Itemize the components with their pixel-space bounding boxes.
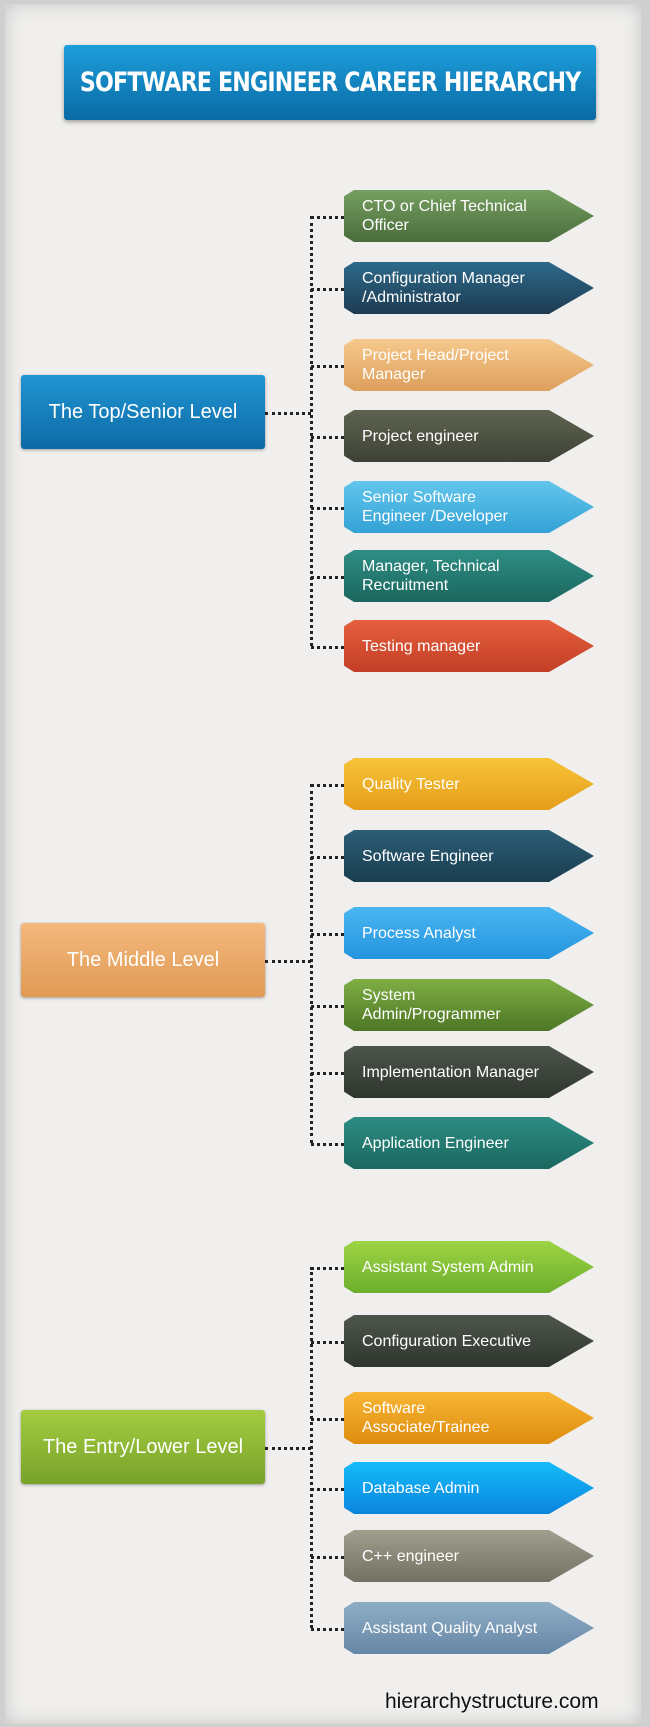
connector-branch: [311, 1072, 344, 1075]
connector-branch: [311, 1341, 344, 1344]
connector-branch: [311, 1488, 344, 1491]
role-label: Quality Tester: [362, 775, 460, 793]
connector-trunk: [310, 784, 313, 1143]
role-label: Implementation Manager: [362, 1063, 539, 1081]
role-label: Software Associate/Trainee: [362, 1400, 490, 1436]
role-arrow: Application Engineer: [344, 1117, 594, 1169]
role-arrow: Senior Software Engineer /Developer: [344, 481, 594, 533]
role-arrow: Manager, Technical Recruitment: [344, 550, 594, 602]
role-label: Software Engineer: [362, 847, 494, 865]
role-label: Senior Software Engineer /Developer: [362, 489, 508, 525]
connector-branch: [311, 507, 344, 510]
page-title-text: SOFTWARE ENGINEER CAREER HIERARCHY: [79, 67, 581, 98]
role-label: Assistant System Admin: [362, 1258, 534, 1276]
role-label: Process Analyst: [362, 924, 476, 942]
role-arrow: Configuration Manager /Administrator: [344, 262, 594, 314]
connector-branch: [311, 1628, 344, 1631]
role-arrow: System Admin/Programmer: [344, 979, 594, 1031]
role-label: Project engineer: [362, 427, 479, 445]
role-label: Testing manager: [362, 637, 481, 655]
top-senior-level-box: The Top/Senior Level: [21, 375, 265, 449]
connector-branch: [311, 365, 344, 368]
connector-line: [265, 960, 311, 963]
role-arrow: Implementation Manager: [344, 1046, 594, 1098]
connector-line: [265, 1447, 311, 1450]
role-label: Application Engineer: [362, 1134, 509, 1152]
page-title: SOFTWARE ENGINEER CAREER HIERARCHY: [64, 45, 596, 120]
connector-branch: [311, 1267, 344, 1270]
connector-branch: [311, 1143, 344, 1146]
role-label: CTO or Chief Technical Officer: [362, 198, 527, 234]
role-arrow: Software Associate/Trainee: [344, 1392, 594, 1444]
connector-branch: [311, 216, 344, 219]
role-arrow: Process Analyst: [344, 907, 594, 959]
role-arrow: Quality Tester: [344, 758, 594, 810]
role-arrow: Software Engineer: [344, 830, 594, 882]
role-arrow: Assistant Quality Analyst: [344, 1602, 594, 1654]
role-label: Assistant Quality Analyst: [362, 1619, 538, 1637]
entry-lower-level-box: The Entry/Lower Level: [21, 1410, 265, 1484]
role-arrow: Configuration Executive: [344, 1315, 594, 1367]
connector-branch: [311, 856, 344, 859]
role-label: Configuration Executive: [362, 1332, 531, 1350]
role-label: C++ engineer: [362, 1547, 459, 1565]
role-arrow: Testing manager: [344, 620, 594, 672]
role-arrow: Project Head/Project Manager: [344, 339, 594, 391]
role-label: Configuration Manager /Administrator: [362, 270, 525, 306]
role-arrow: Assistant System Admin: [344, 1241, 594, 1293]
connector-branch: [311, 1556, 344, 1559]
connector-branch: [311, 576, 344, 579]
connector-branch: [311, 1005, 344, 1008]
role-arrow: CTO or Chief Technical Officer: [344, 190, 594, 242]
connector-branch: [311, 1418, 344, 1421]
connector-branch: [311, 933, 344, 936]
role-arrow: Project engineer: [344, 410, 594, 462]
connector-branch: [311, 646, 344, 649]
connector-line: [265, 412, 311, 415]
footer-source: hierarchystructure.com: [385, 1690, 599, 1713]
role-arrow: C++ engineer: [344, 1530, 594, 1582]
connector-trunk: [310, 1267, 313, 1628]
role-label: Project Head/Project Manager: [362, 347, 509, 383]
connector-branch: [311, 436, 344, 439]
connector-trunk: [310, 216, 313, 646]
role-arrow: Database Admin: [344, 1462, 594, 1514]
middle-level-box: The Middle Level: [21, 923, 265, 997]
role-label: Database Admin: [362, 1479, 480, 1497]
connector-branch: [311, 288, 344, 291]
role-label: Manager, Technical Recruitment: [362, 558, 500, 594]
connector-branch: [311, 784, 344, 787]
role-label: System Admin/Programmer: [362, 987, 501, 1023]
